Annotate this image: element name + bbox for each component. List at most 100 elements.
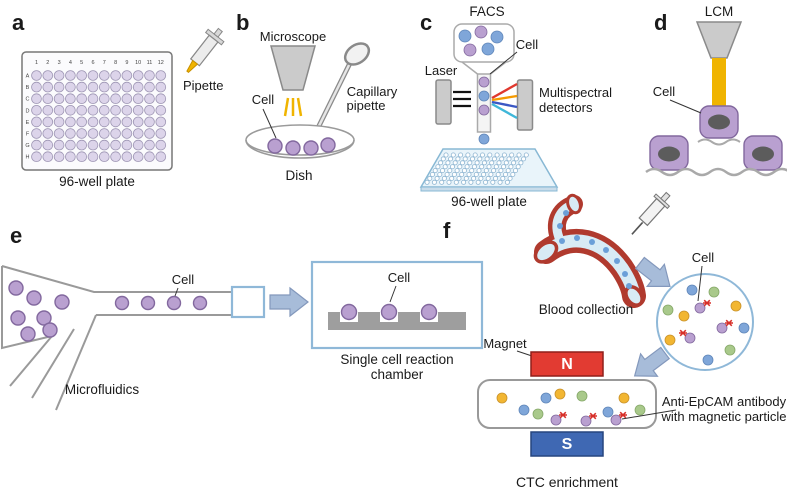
light-beam-icon — [283, 97, 303, 117]
lcm-optics-icon — [695, 21, 743, 59]
panel-e-letter: e — [10, 223, 22, 248]
captured-ctc-cells — [550, 411, 628, 427]
magnet-north-letter: N — [561, 356, 573, 373]
cell-label: Cell — [692, 250, 715, 265]
chamber-outline — [230, 285, 266, 319]
membrane-icon — [645, 167, 787, 177]
svg-text:B: B — [26, 85, 30, 91]
laser-device-icon — [435, 79, 452, 125]
microfluidic-channels — [0, 265, 232, 411]
panel-d-letter: d — [654, 10, 667, 35]
panel-a-letter: a — [12, 10, 25, 35]
cell-label: Cell — [172, 272, 195, 287]
cell-pointer-line — [489, 51, 518, 75]
magnet-assembly: Magnet N S — [477, 336, 657, 457]
blood-collection-caption: Blood collection — [539, 302, 634, 317]
inset-cell-pointer — [389, 285, 397, 303]
cell-label: Cell — [516, 37, 539, 52]
plate-caption: 96-well plate — [451, 194, 527, 209]
svg-text:G: G — [25, 143, 29, 149]
cells-in-channel — [478, 76, 490, 145]
blood-vessel-icon — [533, 193, 646, 308]
detector-label-line2: detectors — [539, 100, 593, 115]
pipette-label: Pipette — [183, 78, 223, 93]
svg-text:1: 1 — [35, 60, 38, 66]
antibody-label-line1: Anti-EpCAM antibody — [662, 394, 787, 409]
cell-label: Cell — [252, 92, 275, 107]
magnet-north-icon — [530, 351, 604, 377]
plate-caption: 96-well plate — [59, 174, 135, 189]
svg-text:9: 9 — [125, 60, 128, 66]
lcm-title: LCM — [705, 4, 734, 19]
scatter-light-icon — [491, 82, 518, 120]
microscope-label: Microscope — [260, 29, 326, 44]
svg-text:4: 4 — [69, 60, 72, 66]
svg-text:A: A — [26, 74, 30, 80]
svg-text:E: E — [26, 120, 30, 126]
svg-text:11: 11 — [147, 60, 153, 66]
blood-cells — [557, 210, 632, 289]
laser-label: Laser — [425, 63, 458, 78]
zoom-arrow-icon — [269, 287, 309, 317]
panel-c: c FACS Cell Laser — [419, 4, 612, 209]
microscope-icon — [270, 45, 316, 91]
cells-in-channel — [114, 295, 208, 311]
funnel-left — [461, 61, 478, 75]
svg-text:5: 5 — [80, 60, 83, 66]
cells-in-funnel — [8, 280, 70, 342]
cells-in-channel — [496, 388, 646, 427]
cell-pointer-line — [669, 99, 702, 114]
svg-text:D: D — [26, 108, 30, 114]
svg-text:2: 2 — [46, 60, 49, 66]
svg-text:10: 10 — [135, 60, 141, 66]
dish-icon — [245, 124, 355, 159]
cell-pointer-line — [174, 287, 179, 297]
panel-d: d LCM Cell — [645, 4, 787, 177]
capillary-pipette-icon — [311, 42, 371, 139]
capillary-label-line2: pipette — [346, 98, 385, 113]
panel-b-letter: b — [236, 10, 249, 35]
inset-cell-label: Cell — [388, 270, 411, 285]
antibody-label-line2: with magnetic particle — [661, 409, 787, 424]
magnet-label: Magnet — [483, 336, 527, 351]
cell-pointer-line — [697, 265, 703, 302]
syringe-icon — [631, 191, 671, 235]
inset-caption-line1: Single cell reaction — [340, 352, 453, 367]
laser-beam-icon — [453, 90, 471, 108]
svg-text:12: 12 — [158, 60, 164, 66]
microfluidics-caption: Microfluidics — [65, 382, 140, 397]
svg-text:6: 6 — [91, 60, 94, 66]
svg-text:F: F — [26, 132, 30, 138]
svg-text:8: 8 — [114, 60, 117, 66]
cell-pointer-line — [262, 108, 277, 139]
svg-text:3: 3 — [58, 60, 61, 66]
facs-title: FACS — [469, 4, 504, 19]
panel-e: e Cell Cell — [0, 223, 484, 411]
laser-beam-icon — [712, 58, 726, 108]
cells-in-chamber — [458, 25, 504, 57]
tissue-cells — [645, 135, 787, 177]
flow-channel — [476, 73, 492, 133]
panel-f-letter: f — [443, 218, 451, 243]
lifted-cell — [697, 105, 741, 146]
ctc-cell-with-antibody — [678, 299, 734, 344]
ctc-enrichment-caption: CTC enrichment — [516, 474, 618, 490]
inset-caption-line2: chamber — [371, 367, 424, 382]
capillary-label-line1: Capillary — [347, 84, 398, 99]
enrichment-channel — [477, 379, 657, 429]
cell-label: Cell — [653, 84, 676, 99]
cell-mixture — [662, 284, 750, 366]
magnet-south-letter: S — [562, 436, 573, 453]
panel-c-letter: c — [420, 10, 432, 35]
detector-icon — [516, 79, 534, 131]
svg-text:7: 7 — [103, 60, 106, 66]
detector-label-line1: Multispectral — [539, 85, 612, 100]
mini-well-plate — [419, 148, 559, 192]
reaction-chamber-inset: Cell — [310, 260, 484, 350]
svg-text:C: C — [26, 97, 30, 103]
pipette-icon — [186, 27, 225, 74]
dish-caption: Dish — [285, 168, 312, 183]
